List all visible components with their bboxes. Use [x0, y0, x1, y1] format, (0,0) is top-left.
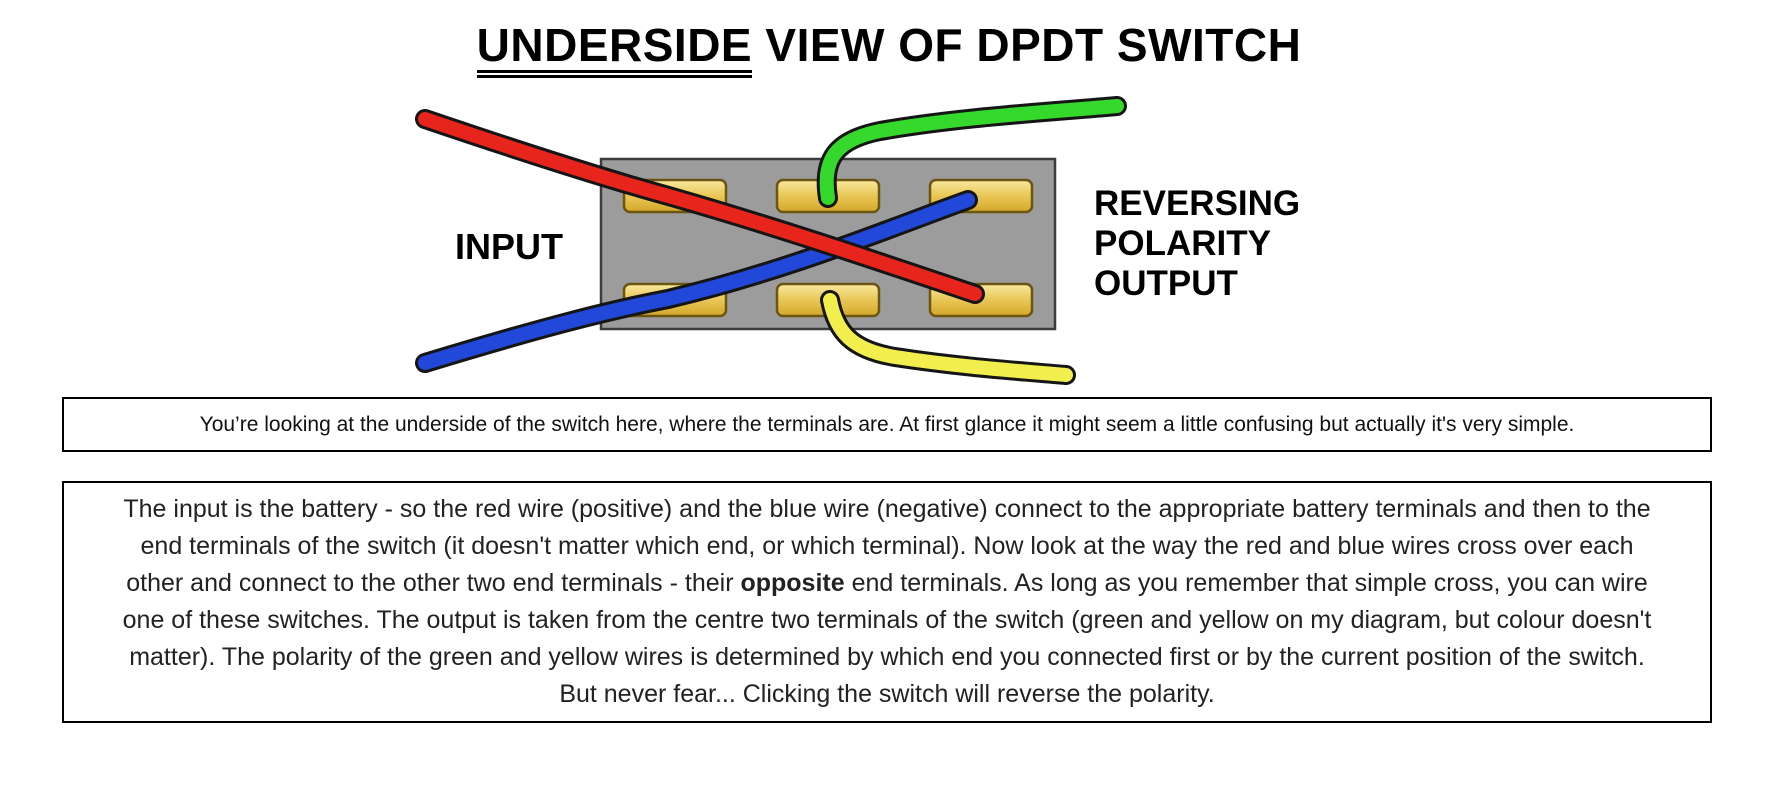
input-label: INPUT	[455, 226, 563, 267]
note-text: You’re looking at the underside of the s…	[199, 413, 1575, 436]
page-title: UNDERSIDE VIEW OF DPDT SWITCH	[0, 18, 1778, 79]
title-underlined-word: UNDERSIDE	[476, 21, 753, 79]
blue-wire	[415, 190, 978, 373]
output-label-line-2: POLARITY	[1094, 224, 1271, 263]
explanation-box: The input is the battery - so the red wi…	[62, 481, 1712, 723]
explanation-text: The input is the battery - so the red wi…	[119, 491, 1655, 713]
output-label-line-3: OUTPUT	[1094, 264, 1238, 303]
green-wire	[816, 96, 1127, 208]
note-box: You’re looking at the underside of the s…	[62, 397, 1712, 452]
explanation-after-bold: end terminals. As long as you remember t…	[122, 569, 1652, 708]
output-label-line-1: REVERSING	[1094, 184, 1301, 223]
dpdt-switch-diagram	[415, 96, 1127, 385]
explanation-bold-word: opposite	[740, 569, 845, 597]
explanation-before-bold: The input is the battery - so the red wi…	[123, 495, 1651, 597]
yellow-wire	[820, 290, 1076, 385]
title-rest: VIEW OF DPDT SWITCH	[752, 19, 1302, 71]
red-wire	[415, 109, 985, 304]
output-label: REVERSING POLARITY OUTPUT	[1094, 184, 1300, 304]
